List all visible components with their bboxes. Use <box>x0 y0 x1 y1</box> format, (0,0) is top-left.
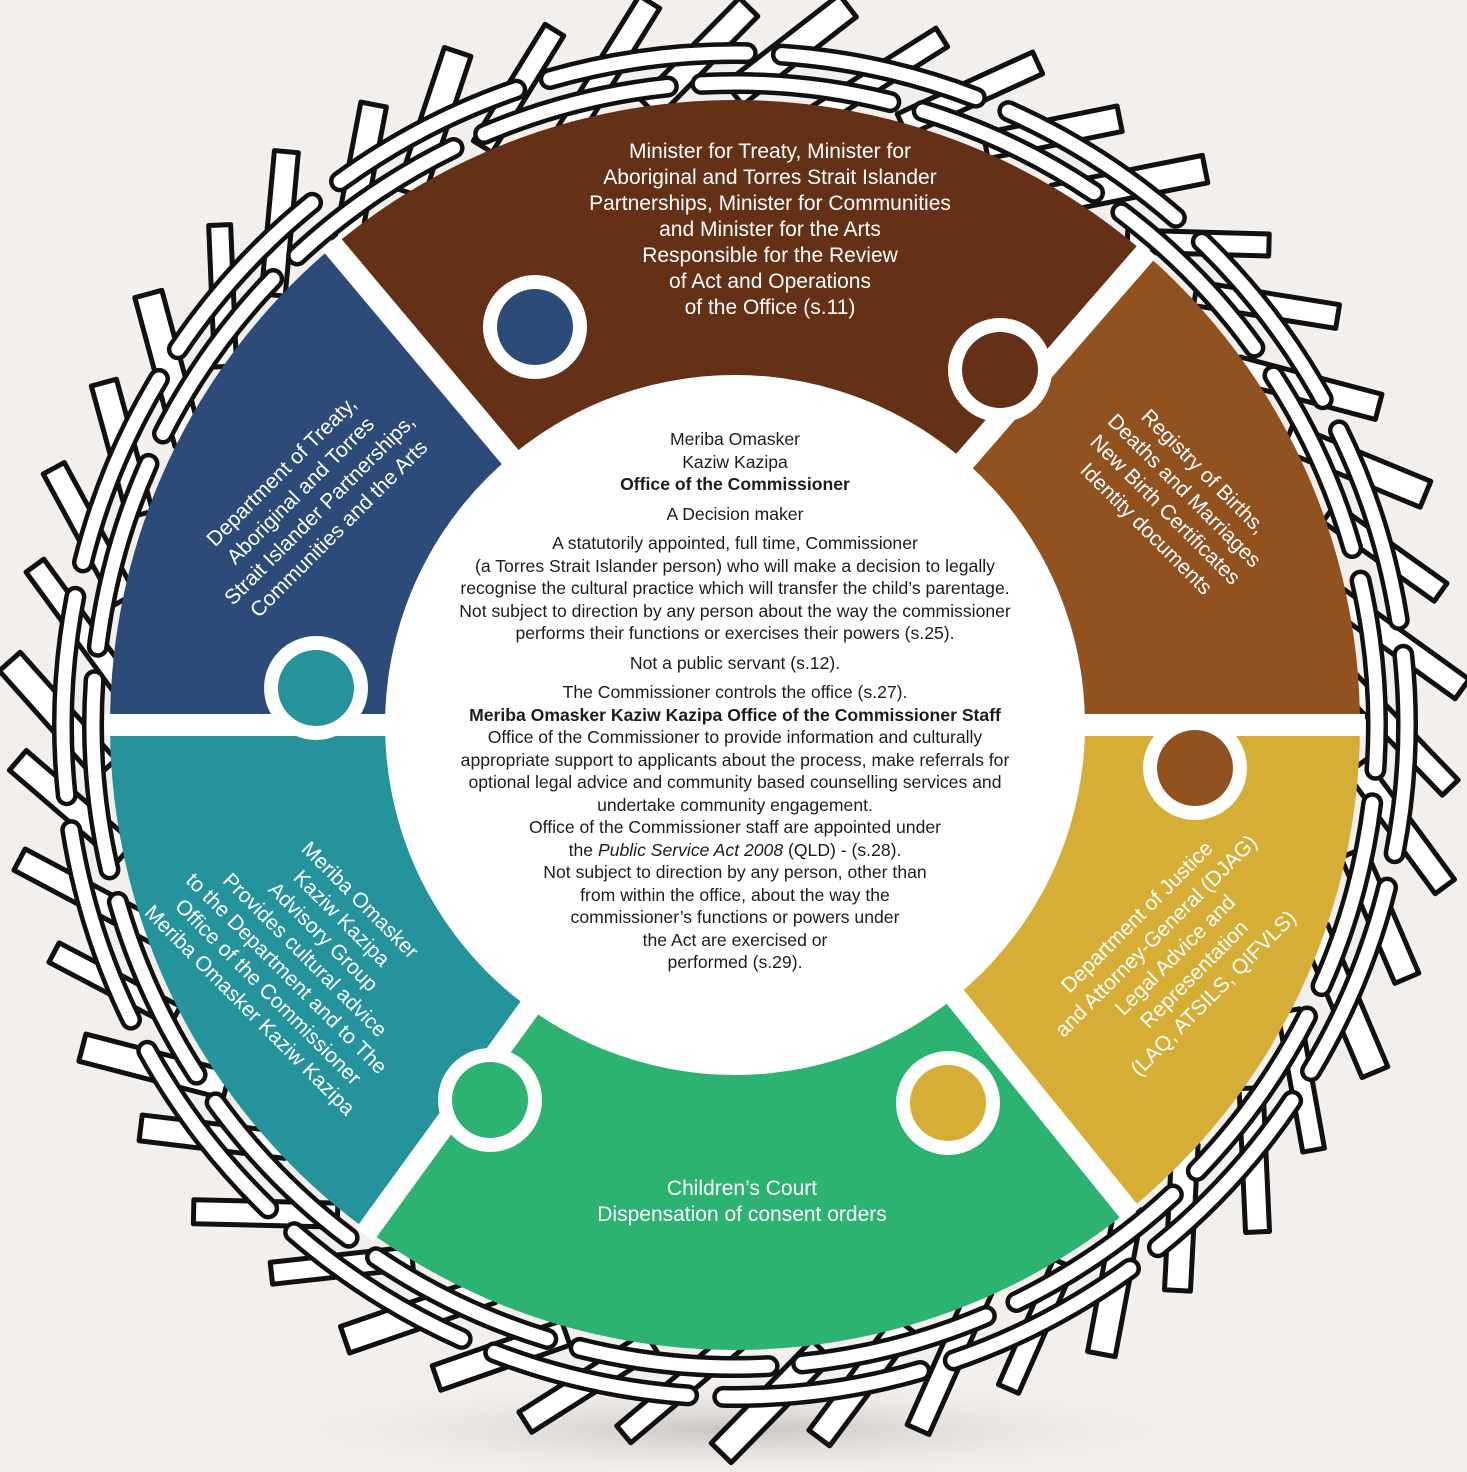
weave-band <box>1332 423 1406 627</box>
segment-label-line: Children’s Court <box>667 1177 817 1200</box>
puzzle-knobs <box>264 275 1247 1155</box>
center-controls: The Commissioner controls the office (s.… <box>562 682 908 702</box>
puzzle-knob <box>278 650 354 726</box>
center-para2-line: optional legal advice and community base… <box>468 772 1002 792</box>
center-para1-line: Not subject to direction by any person a… <box>459 600 1011 621</box>
puzzle-knob <box>910 1065 986 1141</box>
puzzle-knob <box>452 1062 528 1138</box>
center-para1-line: recognise the cultural practice which wi… <box>460 578 1010 598</box>
center-para3-line: performed (s.29). <box>667 952 803 972</box>
segment-label-line: and Minister for the Arts <box>659 218 881 241</box>
center-para1-line: (a Torres Strait Islander person) who wi… <box>475 555 995 576</box>
center-para2-line: Office of the Commissioner staff are app… <box>528 817 942 837</box>
weave-band <box>947 1262 1137 1367</box>
weave-band <box>111 895 204 1082</box>
weave-band <box>1001 104 1183 225</box>
weave-band <box>1114 205 1261 355</box>
weave-band <box>290 141 461 262</box>
center-line-2: Kaziw Kazipa <box>682 451 788 472</box>
weave-band <box>1195 235 1330 406</box>
act-suffix: (QLD) - (s.28). <box>783 839 902 860</box>
weave-band <box>56 590 82 802</box>
center-para3-line: the Act are exercised or <box>642 929 828 950</box>
puzzle-knob <box>962 332 1038 408</box>
weave-band <box>209 1095 356 1245</box>
center-paragraph-2: Office of the Commissioner to provide in… <box>400 726 1070 861</box>
weave-band <box>1266 368 1359 555</box>
weave-band <box>140 1044 275 1215</box>
center-para2-line: undertake community engagement. <box>597 794 873 815</box>
weave-band <box>795 1309 993 1370</box>
segment-label-line: Aboriginal and Torres Strait Islander <box>603 166 936 189</box>
puzzle-knob <box>497 289 573 365</box>
weave-band <box>1388 648 1414 860</box>
center-para1-line: A statutorily appointed, full time, Comm… <box>552 533 918 553</box>
center-para3-line: Not subject to direction by any person, … <box>543 862 927 882</box>
act-name: Public Service Act 2008 <box>597 839 784 860</box>
weave-band <box>694 76 897 109</box>
weave-band <box>91 457 156 654</box>
act-prefix: the <box>568 839 598 860</box>
weave-band <box>775 48 983 105</box>
commissioner-office-description: Meriba Omasker Kaziw Kazipa Office of th… <box>400 428 1070 974</box>
weave-band <box>1354 574 1384 777</box>
center-heading: Office of the Commissioner <box>620 474 850 494</box>
weave-band <box>333 83 523 188</box>
puzzle-knob <box>1157 730 1233 806</box>
segment-label-line: Dispensation of consent orders <box>597 1203 887 1226</box>
weave-band <box>1190 1009 1314 1178</box>
weave-band <box>573 1341 776 1374</box>
weave-band <box>916 104 1101 200</box>
weave-band <box>86 673 116 876</box>
weave-band <box>1315 796 1379 993</box>
center-para1-line: performs their functions or exercises th… <box>515 623 955 643</box>
center-paragraph-1: A statutorily appointed, full time, Comm… <box>400 532 1070 645</box>
center-paragraph-3: Not subject to direction by any person, … <box>400 861 1070 974</box>
center-circle <box>385 375 1085 1075</box>
center-para3-line: commissioner’s functions or powers under <box>570 907 900 927</box>
center-para3-line: from within the office, about the way th… <box>580 884 890 905</box>
center-not-public-servant: Not a public servant (s.12). <box>629 652 841 673</box>
segment-label-line: of the Office (s.11) <box>685 296 856 319</box>
weave-band <box>156 272 280 441</box>
segment-label-line: Minister for Treaty, Minister for <box>629 140 911 163</box>
center-act-line: the Public Service Act 2008 (QLD) - (s.2… <box>400 839 1070 862</box>
segment-label-line: Partnerships, Minister for Communities <box>589 192 951 215</box>
center-line-1: Meriba Omasker <box>669 429 801 449</box>
segment-label-line: Responsible for the Review <box>642 244 898 267</box>
weave-band <box>1009 1188 1180 1309</box>
center-para2-line: Office of the Commissioner to provide in… <box>487 727 983 747</box>
center-role: A Decision maker <box>666 503 804 524</box>
weave-band <box>64 823 138 1027</box>
center-staff-heading: Meriba Omasker Kaziw Kazipa Office of th… <box>469 704 1001 725</box>
weave-band <box>1151 1094 1299 1254</box>
segment-label-line: of Act and Operations <box>669 270 871 293</box>
weave-band <box>1304 881 1394 1078</box>
weave-band <box>543 46 754 86</box>
weave-band <box>716 1364 927 1404</box>
weave-band <box>171 196 319 356</box>
center-para2-line: appropriate support to applicants about … <box>460 749 1010 770</box>
weave-band <box>287 1225 469 1346</box>
weave-band <box>477 80 675 141</box>
weave-band <box>487 1345 695 1402</box>
label-top: Minister for Treaty, Minister forAborigi… <box>589 140 951 319</box>
weave-band <box>76 372 166 569</box>
weave-band <box>369 1250 554 1346</box>
